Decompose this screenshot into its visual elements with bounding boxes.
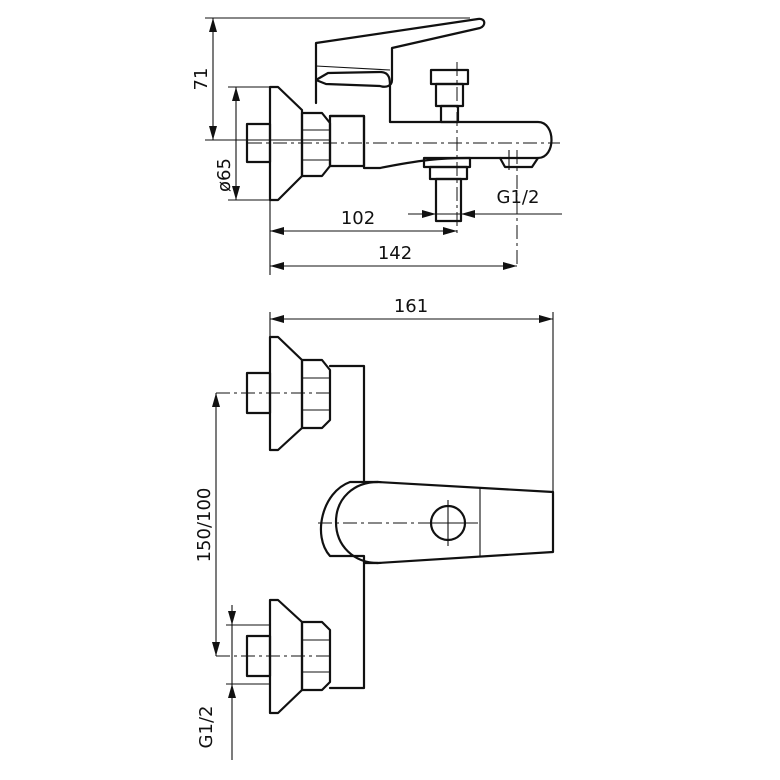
dim-161-label: 161 (394, 296, 428, 317)
dimension-diameter-65: ø65 (214, 86, 278, 201)
spout-outlet-side (498, 156, 540, 169)
lever-handle-side (314, 17, 486, 88)
dimension-150-100: 150/100 (194, 393, 220, 656)
dim-71-label: 71 (191, 68, 212, 91)
mixer-body-front (319, 364, 366, 690)
connector-block-side (328, 114, 366, 168)
diverter-knob-side (429, 68, 470, 124)
mixer-body-side (314, 70, 553, 170)
dim-150-100-label: 150/100 (194, 488, 215, 563)
dim-g12-front-label: G1/2 (196, 706, 217, 749)
dimension-71: 71 (191, 17, 470, 141)
side-view: 71 ø65 (191, 17, 562, 275)
dim-142-label: 142 (378, 243, 412, 264)
dim-65-label: ø65 (214, 158, 235, 192)
dimension-g12-front: G1/2 (196, 605, 270, 760)
dimension-142: 142 (270, 243, 517, 270)
dimension-102: 102 (269, 200, 457, 275)
dim-g12-side-label: G1/2 (497, 187, 540, 208)
inlet-fitting-side (422, 156, 472, 223)
hex-nut-side (300, 111, 332, 178)
inlet-stub-side (245, 122, 272, 164)
front-view: 161 (194, 296, 555, 760)
dimension-g12-side: G1/2 (408, 187, 562, 218)
cartridge-cap-front (334, 480, 380, 565)
dimension-161: 161 (269, 296, 554, 492)
dim-102-label: 102 (341, 208, 375, 229)
